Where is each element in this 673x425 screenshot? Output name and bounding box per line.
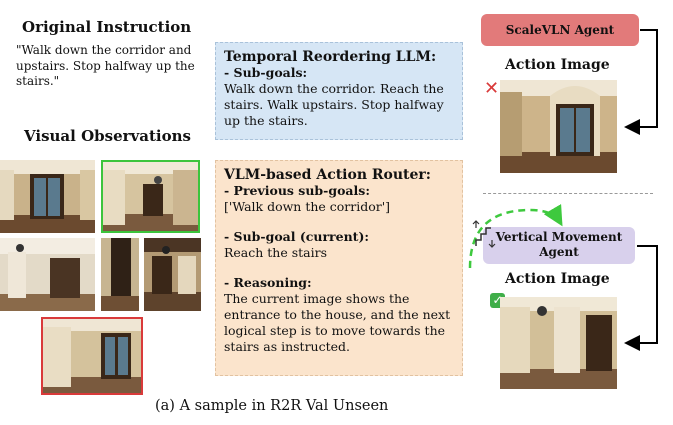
observation-image (101, 238, 139, 311)
current-subgoal-text: Reach the stairs (224, 245, 328, 260)
reasoning-text: The current image shows the entrance to … (224, 291, 451, 354)
scalevln-agent-label: ScaleVLN Agent (505, 23, 615, 37)
scalevln-agent-box: ScaleVLN Agent (481, 14, 639, 46)
vlm-router-title: VLM-based Action Router: (224, 167, 431, 183)
stairs-icon (472, 220, 496, 248)
original-instruction-title: Original Instruction (22, 18, 192, 36)
observation-image-selected (101, 160, 200, 233)
observation-image (144, 238, 201, 311)
previous-subgoals-label: - Previous sub-goals: (224, 183, 370, 198)
observation-image (0, 238, 95, 311)
previous-subgoals-text: ['Walk down the corridor'] (224, 199, 391, 214)
temporal-reordering-box: Temporal Reordering LLM: - Sub-goals: Wa… (215, 42, 463, 140)
figure-caption: (a) A sample in R2R Val Unseen (155, 398, 389, 414)
action-image-label: Action Image (505, 271, 610, 287)
observation-image-current (41, 317, 143, 395)
subgoals-label: - Sub-goals: (224, 65, 308, 80)
vertical-action-image (500, 297, 617, 389)
vertical-movement-agent-box: Vertical Movement Agent (483, 227, 635, 264)
routing-dashed-arrow (468, 204, 563, 269)
original-instruction-text: "Walk down the corridor and upstairs. St… (16, 43, 195, 88)
visual-observations-title: Visual Observations (24, 127, 191, 145)
scalevln-arrow (624, 29, 658, 135)
vertical-agent-arrow (624, 245, 658, 351)
x-mark-icon: ✕ (484, 78, 500, 99)
action-image-label: Action Image (505, 57, 610, 73)
scalevln-action-image (500, 80, 617, 173)
temporal-reordering-title: Temporal Reordering LLM: (224, 49, 437, 65)
vlm-action-router-box: VLM-based Action Router: - Previous sub-… (215, 160, 463, 376)
observation-image (0, 160, 95, 233)
current-subgoal-label: - Sub-goal (current): (224, 229, 369, 244)
vertical-movement-agent-label: Vertical Movement Agent (495, 230, 623, 259)
reasoning-label: - Reasoning: (224, 275, 312, 290)
section-divider (483, 193, 653, 194)
subgoals-text: Walk down the corridor. Reach the stairs… (224, 81, 444, 128)
